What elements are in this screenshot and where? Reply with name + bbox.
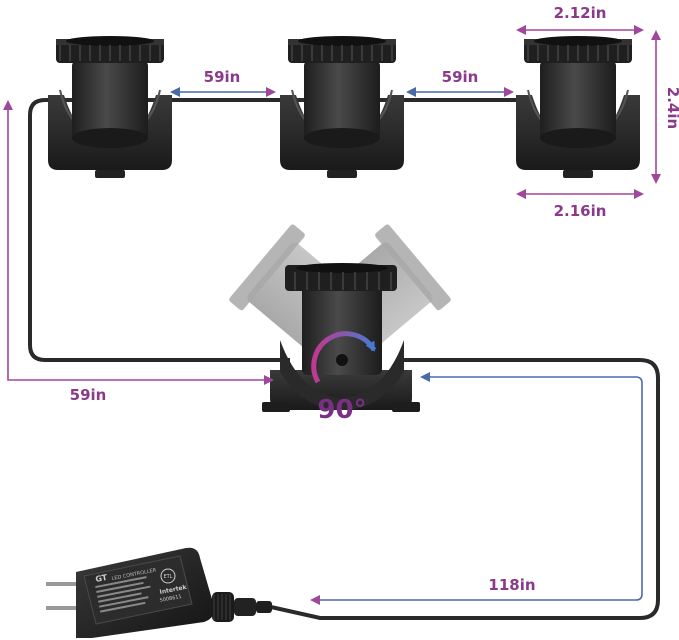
- dimension-line-power-cable: [310, 372, 643, 605]
- dimension-spacing-1-label: 59in: [204, 68, 241, 86]
- dimension-spacing-2-label: 59in: [442, 68, 479, 86]
- power-adapter-icon: GT LED CONTROLLER ETL Intertek 5008611: [46, 547, 215, 638]
- dimension-line-lead-cable: [3, 100, 274, 385]
- dimension-bottom-width-label: 2.16in: [554, 202, 607, 220]
- adapter-spec-lines: [95, 576, 151, 613]
- rotation-arrow-icon: [311, 331, 377, 384]
- connector-plug-icon: [212, 592, 272, 622]
- dimension-height-label: 2.4in: [664, 87, 679, 129]
- adapter-brand-label: GT: [95, 573, 109, 584]
- rotating-spotlight: 90°: [229, 224, 451, 425]
- dimension-top-width-label: 2.12in: [554, 4, 607, 22]
- spotlight-icon: [279, 35, 405, 179]
- dimension-lead-cable-label: 59in: [70, 386, 107, 404]
- certification-mark-icon: [160, 568, 176, 584]
- certification-number-label: 5008611: [159, 594, 182, 604]
- spotlight-icon: [47, 35, 173, 179]
- cable-power-run: [261, 358, 660, 620]
- rotation-angle-label: 90°: [317, 395, 366, 425]
- dimension-power-cable-label: 118in: [488, 576, 535, 594]
- certification-mark-label: ETL: [164, 574, 173, 580]
- spotlight-icon: [515, 35, 641, 179]
